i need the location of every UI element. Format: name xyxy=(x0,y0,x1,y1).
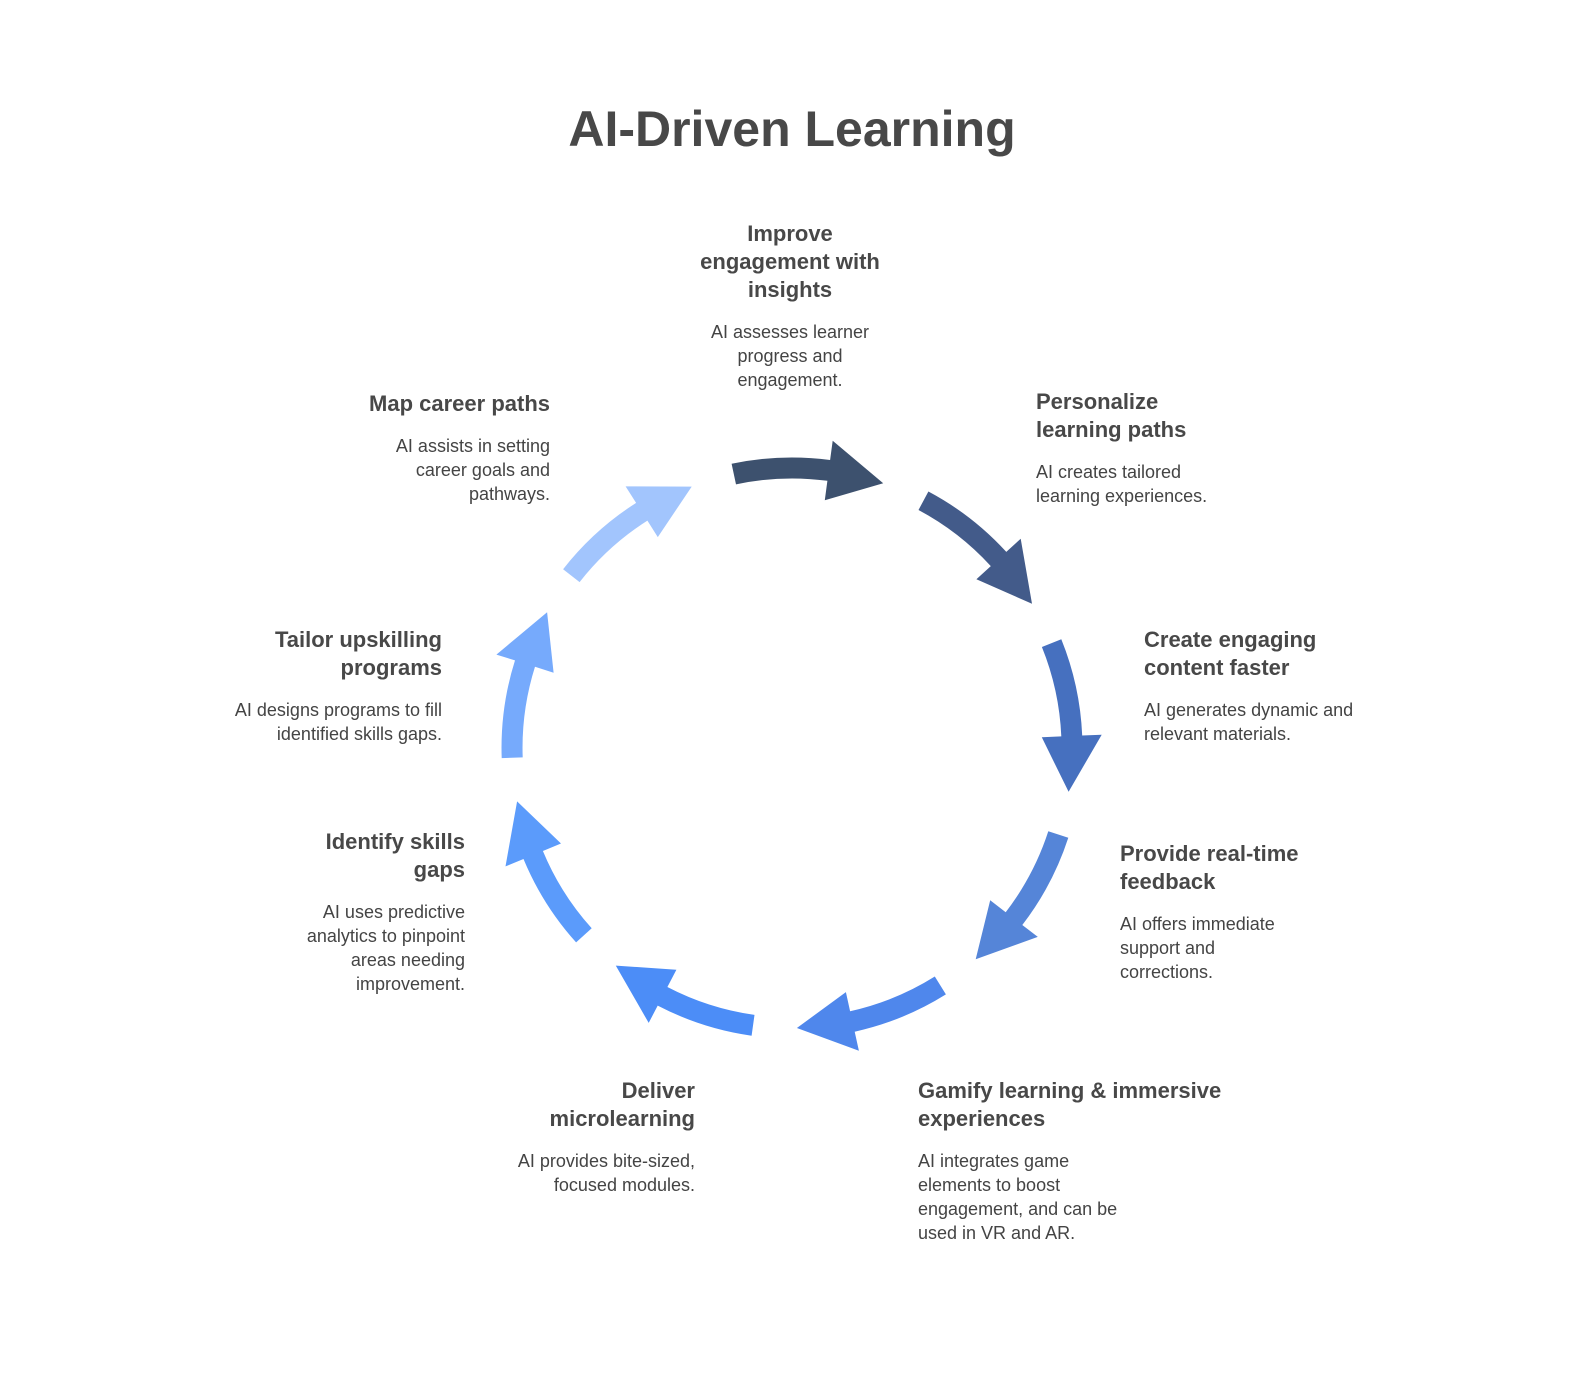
step-improve-engagement: Improve engagement with insights AI asse… xyxy=(680,220,900,392)
step-create-content: Create engaging content faster AI genera… xyxy=(1144,626,1359,746)
step-identify-skills-gaps: Identify skills gaps AI uses predictive … xyxy=(270,828,465,996)
step-title: Identify skills gaps xyxy=(325,829,465,882)
arrow-personalize-paths xyxy=(918,491,1032,604)
step-tailor-upskilling: Tailor upskilling programs AI designs pr… xyxy=(222,626,442,746)
step-title: Map career paths xyxy=(369,391,550,416)
arrow-map-career-paths xyxy=(563,486,692,583)
step-real-time-feedback: Provide real-time feedback AI offers imm… xyxy=(1120,840,1325,984)
arrow-deliver-microlearning xyxy=(615,965,755,1036)
step-description: AI provides bite-sized, focused modules. xyxy=(517,1151,695,1195)
arrow-gamify-learning xyxy=(796,976,946,1051)
step-title: Tailor upskilling programs xyxy=(274,627,442,680)
step-description: AI assesses learner progress and engagem… xyxy=(710,322,870,390)
step-description: AI generates dynamic and relevant materi… xyxy=(1144,700,1354,744)
step-gamify-learning: Gamify learning & immersive experiences … xyxy=(918,1077,1258,1245)
arrow-tailor-upskilling xyxy=(496,612,554,759)
step-title: Improve engagement with insights xyxy=(700,221,880,302)
step-description: AI creates tailored learning experiences… xyxy=(1036,462,1208,506)
step-description: AI designs programs to fill identified s… xyxy=(234,700,442,744)
step-title: Gamify learning & immersive experiences xyxy=(918,1078,1222,1131)
step-personalize-paths: Personalize learning paths AI creates ta… xyxy=(1036,388,1246,508)
arrow-identify-skills-gaps xyxy=(505,801,592,943)
step-description: AI uses predictive analytics to pinpoint… xyxy=(306,902,465,994)
step-description: AI integrates game elements to boost eng… xyxy=(918,1151,1118,1243)
step-description: AI offers immediate support and correcti… xyxy=(1120,914,1275,982)
diagram-title: AI-Driven Learning xyxy=(568,101,1016,157)
step-title: Create engaging content faster xyxy=(1144,627,1317,680)
step-title: Provide real-time feedback xyxy=(1120,841,1299,894)
step-map-career-paths: Map career paths AI assists in setting c… xyxy=(350,390,550,506)
step-deliver-microlearning: Deliver microlearning AI provides bite-s… xyxy=(480,1077,695,1197)
arrow-improve-engagement xyxy=(731,440,884,501)
step-description: AI assists in setting career goals and p… xyxy=(395,436,550,504)
arrow-real-time-feedback xyxy=(975,831,1069,960)
arrow-create-content xyxy=(1041,639,1102,792)
step-title: Deliver microlearning xyxy=(549,1078,695,1131)
step-title: Personalize learning paths xyxy=(1036,389,1187,442)
